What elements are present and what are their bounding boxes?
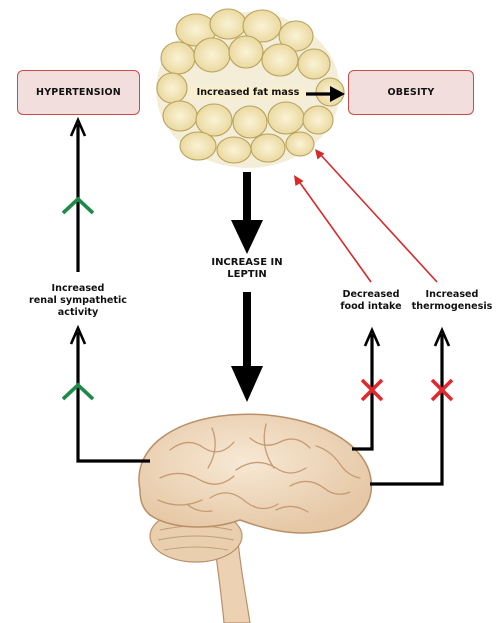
fat-cell — [162, 100, 198, 132]
arrowhead-leptin — [231, 220, 263, 254]
brain-illustration — [138, 413, 373, 623]
fat-cell — [195, 103, 233, 137]
fat-cell — [232, 105, 268, 139]
block-x-icon — [430, 378, 454, 402]
sympathetic-activity-label: Increased renal sympathetic activity — [29, 283, 127, 318]
fat-cell — [267, 101, 305, 135]
block-x-icon — [360, 378, 384, 402]
red-arrowhead-food — [294, 175, 304, 186]
arrow-brain-to-thermogenesis — [370, 334, 444, 486]
arrowhead-brain — [231, 366, 263, 402]
fat-cell — [302, 105, 334, 135]
fat-cell — [209, 8, 247, 40]
fat-cell — [242, 9, 282, 43]
arrowhead-food-intake — [363, 326, 381, 347]
arrows — [69, 86, 451, 486]
obesity-label: OBESITY — [387, 87, 435, 98]
fat-cell — [156, 72, 188, 104]
red-arrow-food-intake-to-fat — [297, 179, 372, 283]
fat-cell — [228, 35, 264, 69]
fat-cell — [216, 136, 252, 164]
arrow-brain-to-food-intake — [352, 334, 374, 451]
markers — [61, 196, 454, 402]
fat-cell — [179, 131, 217, 161]
fat-mass-label: Increased fat mass — [190, 87, 306, 99]
fat-tissue-illustration — [156, 8, 345, 168]
hypertension-box: HYPERTENSION — [17, 70, 140, 115]
food-intake-label: Decreased food intake — [340, 289, 402, 312]
fat-cell — [160, 41, 196, 75]
red-arrowhead-thermo — [315, 149, 325, 160]
increase-chevron-icon — [61, 196, 95, 215]
fat-cell — [297, 48, 331, 80]
fat-cell — [285, 131, 315, 157]
fat-cell — [278, 20, 314, 52]
fat-cell — [250, 133, 286, 163]
thermogenesis-label: Increased thermogenesis — [411, 289, 493, 312]
increase-chevron-icon — [61, 382, 95, 401]
arrowhead-sympathetic — [69, 324, 87, 345]
hypertension-label: HYPERTENSION — [36, 87, 121, 98]
obesity-box: OBESITY — [348, 70, 474, 115]
leptin-label: INCREASE IN LEPTIN — [211, 257, 283, 280]
red-arrow-thermogenesis-to-fat — [318, 152, 438, 283]
arrow-brain-to-sympathetic — [76, 332, 150, 463]
fat-cell — [261, 43, 299, 77]
arrowhead-hypertension — [69, 116, 87, 137]
arrowhead-thermogenesis — [433, 326, 451, 347]
fat-cell — [193, 37, 231, 73]
arrowhead-obesity — [330, 86, 345, 102]
